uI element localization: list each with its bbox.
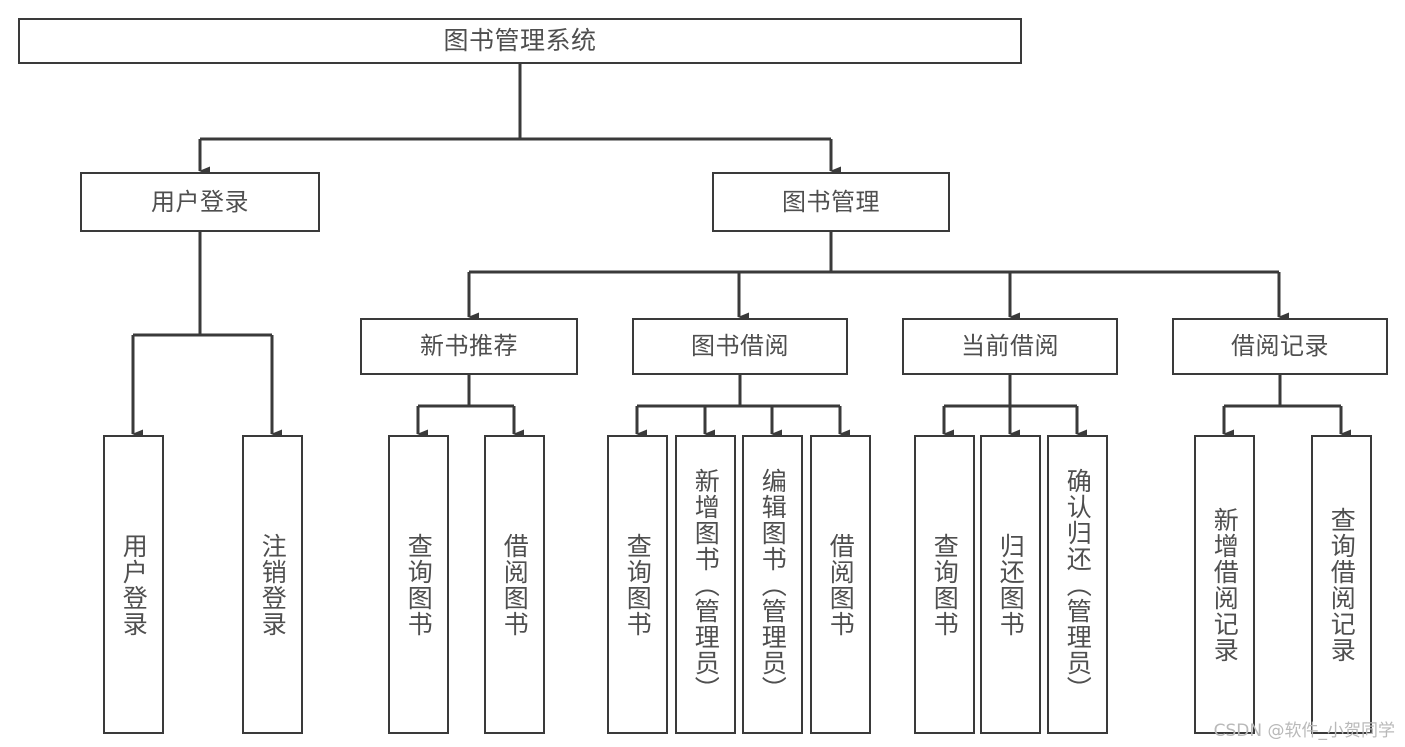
node-label: 查询图书: [404, 532, 434, 637]
node-l2-current-borrow[interactable]: 当前借阅: [902, 318, 1118, 375]
node-label: 查询借阅记录: [1327, 506, 1357, 663]
node-label: 借阅图书: [826, 532, 856, 637]
node-label: 新书推荐: [420, 332, 518, 361]
node-leaf-cb-return-book[interactable]: 归还图书: [980, 435, 1041, 734]
node-l1-user-login[interactable]: 用户登录: [80, 172, 320, 232]
node-l2-book-borrow[interactable]: 图书借阅: [632, 318, 848, 375]
node-label: 借阅图书: [500, 532, 530, 637]
node-leaf-bb-borrow-book[interactable]: 借阅图书: [810, 435, 871, 734]
node-label: 查询图书: [930, 532, 960, 637]
node-leaf-rec-borrow-book[interactable]: 借阅图书: [484, 435, 545, 734]
node-l2-new-book-rec[interactable]: 新书推荐: [360, 318, 578, 375]
node-leaf-logout[interactable]: 注销登录: [242, 435, 303, 734]
node-label: 图书借阅: [691, 332, 789, 361]
node-leaf-bb-add-book[interactable]: 新增图书（管理员）: [675, 435, 736, 734]
node-label: 图书管理系统: [443, 26, 597, 55]
node-leaf-cb-query-book[interactable]: 查询图书: [914, 435, 975, 734]
node-label: 图书管理: [782, 187, 880, 216]
node-leaf-br-query-record[interactable]: 查询借阅记录: [1311, 435, 1372, 734]
node-l2-borrow-record[interactable]: 借阅记录: [1172, 318, 1388, 375]
node-label: 归还图书: [996, 532, 1026, 637]
node-label: 用户登录: [151, 187, 249, 216]
node-leaf-bb-query-book[interactable]: 查询图书: [607, 435, 668, 734]
node-label: 借阅记录: [1231, 332, 1329, 361]
node-root[interactable]: 图书管理系统: [18, 18, 1022, 64]
node-label: 新增借阅记录: [1210, 506, 1240, 663]
node-leaf-rec-query-book[interactable]: 查询图书: [388, 435, 449, 734]
node-leaf-cb-confirm-return[interactable]: 确认归还（管理员）: [1047, 435, 1108, 734]
node-leaf-user-login[interactable]: 用户登录: [103, 435, 164, 734]
node-label: 当前借阅: [961, 332, 1059, 361]
node-label: 注销登录: [258, 532, 288, 637]
node-leaf-br-add-record[interactable]: 新增借阅记录: [1194, 435, 1255, 734]
node-leaf-bb-edit-book[interactable]: 编辑图书（管理员）: [742, 435, 803, 734]
node-label: 编辑图书（管理员）: [758, 467, 788, 702]
node-label: 用户登录: [119, 532, 149, 637]
node-l1-book-manage[interactable]: 图书管理: [712, 172, 950, 232]
node-label: 查询图书: [623, 532, 653, 637]
node-label: 确认归还（管理员）: [1063, 467, 1093, 702]
node-label: 新增图书（管理员）: [691, 467, 721, 702]
